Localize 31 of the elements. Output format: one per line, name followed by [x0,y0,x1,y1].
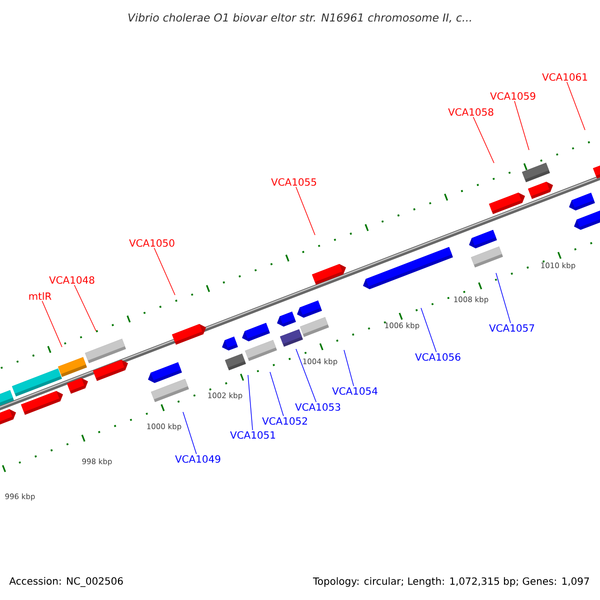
gene-label: VCA1054 [332,387,378,395]
leader-line [514,100,530,150]
gene-label: VCA1059 [490,92,536,100]
gene-label: VCA1057 [489,324,534,332]
leader-line [42,300,62,348]
gene-label: VCA1061 [542,73,588,81]
gene-label: VCA1051 [230,431,276,439]
gene-label: VCA1056 [415,353,460,361]
leader-line [296,186,316,236]
gene-label: VCA1052 [262,417,307,425]
leader-line [472,116,494,164]
leader-line [154,248,176,296]
leader-line [248,374,253,430]
leader-line [270,372,284,416]
leader-line [74,284,96,332]
leader-line [296,348,316,402]
footer-text: Topology: circular; Length: 1,072,315 bp; Genes: 1,097 [312,577,589,587]
leader-line [344,350,354,386]
gene-label: VCA1055 [271,178,316,186]
gene-label: VCA1050 [129,239,174,247]
title: Vibrio cholerae O1 biovar eltor str. N16961 chromosome II, c... [128,13,471,23]
gene-label: VCA1053 [295,403,340,411]
leader-line [566,82,586,130]
leader-line [496,272,511,324]
leader-line [420,308,437,352]
gene-label: VCA1049 [175,455,220,463]
footer-text: Accession: NC_002506 [9,577,123,587]
gene-label: mtlR [29,292,52,300]
gene-label: VCA1058 [448,108,494,116]
gene-label: VCA1048 [49,276,94,284]
leader-line [182,412,197,454]
